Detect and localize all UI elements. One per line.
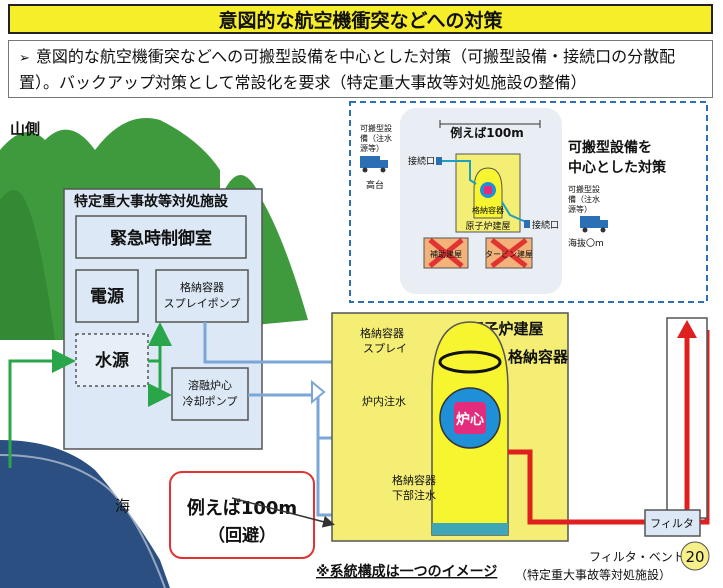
page-number-badge xyxy=(680,541,710,571)
summary-text: 意図的な航空機衝突などへの可搬型設備を中心とした対策（可搬型設備・接続口の分散配… xyxy=(19,47,676,92)
inset-connection-right-port xyxy=(524,220,530,228)
core-pump-label-1: 溶融炉心 xyxy=(188,378,232,392)
filter-vent-note: （特定重大事故等対処施設） xyxy=(515,567,671,582)
spray-line-label-1: 格納容器 xyxy=(360,326,404,340)
sea-label: 海 xyxy=(115,497,130,515)
inset-caption-1: 可搬型設備を xyxy=(568,139,652,156)
inset-truck-right-3: 源等） xyxy=(568,204,592,214)
special-facility-title: 特定重大事故等対処施設 xyxy=(74,193,229,210)
distance-box xyxy=(169,471,315,559)
inset-containment-label: 格納容器 xyxy=(472,205,504,215)
bullet-arrow-icon: ➢ xyxy=(19,51,30,66)
containment-label: 格納容器 xyxy=(508,348,569,366)
lower-injection-label-1: 格納容器 xyxy=(392,473,436,487)
water-source-label: 水源 xyxy=(95,350,129,371)
inset-core-inner xyxy=(484,186,492,194)
sea xyxy=(0,440,170,588)
inset-connection-right: 接続口 xyxy=(532,219,559,231)
aux-building-icon xyxy=(423,237,469,269)
inset-reactor-building-label: 原子炉建屋 xyxy=(465,220,510,232)
inset-caption-2: 中心とした対策 xyxy=(568,159,667,176)
inset-truck-right-1: 可搬型設 xyxy=(568,184,600,194)
inset-truck-right-2: 備（注水 xyxy=(568,194,600,204)
control-room-label: 緊急時制御室 xyxy=(110,228,212,249)
inset-turbine-building-label: タービン建屋 xyxy=(485,249,533,259)
spray-pump-label-1: 格納容器 xyxy=(180,280,224,294)
inset-pipe-lines xyxy=(442,160,527,223)
power-box xyxy=(75,269,139,323)
filter-vent-label: フィルタ・ベント xyxy=(589,550,685,564)
containment-floor xyxy=(432,523,508,535)
inset-distance-bracket xyxy=(439,120,541,128)
inset-aux-building-label: 補助建屋 xyxy=(430,249,462,259)
power-label: 電源 xyxy=(90,286,124,307)
core-inner xyxy=(454,402,486,434)
note-label: ※系統構成は一つのイメージ xyxy=(316,563,497,580)
green-supply-lines xyxy=(8,322,172,468)
valve-icon xyxy=(311,379,326,405)
inset-truck-left-3: 源等） xyxy=(360,143,384,153)
spray-pump-label-2: スプレイポンプ xyxy=(164,297,241,310)
vent-arrow-head xyxy=(677,320,697,338)
truck-right-icon xyxy=(580,216,608,233)
coast-line xyxy=(0,454,166,588)
spray-pump-box xyxy=(155,269,249,323)
lower-injection-label-2: 下部注水 xyxy=(392,488,436,502)
spray-line-label-2: スプレイ xyxy=(363,342,407,355)
inset-connection-top: 接続口 xyxy=(408,155,435,167)
title-bar: 意図的な航空機衝突などへの対策 xyxy=(8,4,713,34)
distance-arrow xyxy=(231,497,335,528)
inset-connection-top-port xyxy=(436,157,442,165)
distance-label-2: （回避） xyxy=(208,525,276,546)
core-label: 炉心 xyxy=(456,411,484,428)
control-room xyxy=(75,215,247,259)
filter-label: フィルタ xyxy=(650,517,694,530)
spray-ring xyxy=(438,350,502,374)
inset-highland-label: 高台 xyxy=(366,179,384,191)
truck-left-icon xyxy=(360,156,388,173)
page-title: 意図的な航空機衝突などへの対策 xyxy=(218,9,503,32)
water-source-box xyxy=(75,333,149,387)
summary-box: ➢意図的な航空機衝突などへの可搬型設備を中心とした対策（可搬型設備・接続口の分散… xyxy=(8,40,713,98)
core-pump-box xyxy=(171,367,249,421)
filter-box xyxy=(644,509,701,537)
inset-distance-label: 例えば100m xyxy=(450,125,524,140)
core-injection-label: 炉内注水 xyxy=(362,394,406,408)
turbine-building-icon xyxy=(485,237,533,269)
distance-label-1: 例えば100m xyxy=(187,497,297,519)
inset-truck-left-1: 可搬型設 xyxy=(360,123,392,133)
page-number: 20 xyxy=(685,548,704,566)
inset-truck-left-2: 備（注水 xyxy=(360,133,392,143)
mountain-side-label: 山側 xyxy=(10,120,40,138)
core-pump-label-2: 冷却ポンプ xyxy=(183,395,238,408)
inset-sea-level-label: 海抜〇m xyxy=(568,237,604,249)
